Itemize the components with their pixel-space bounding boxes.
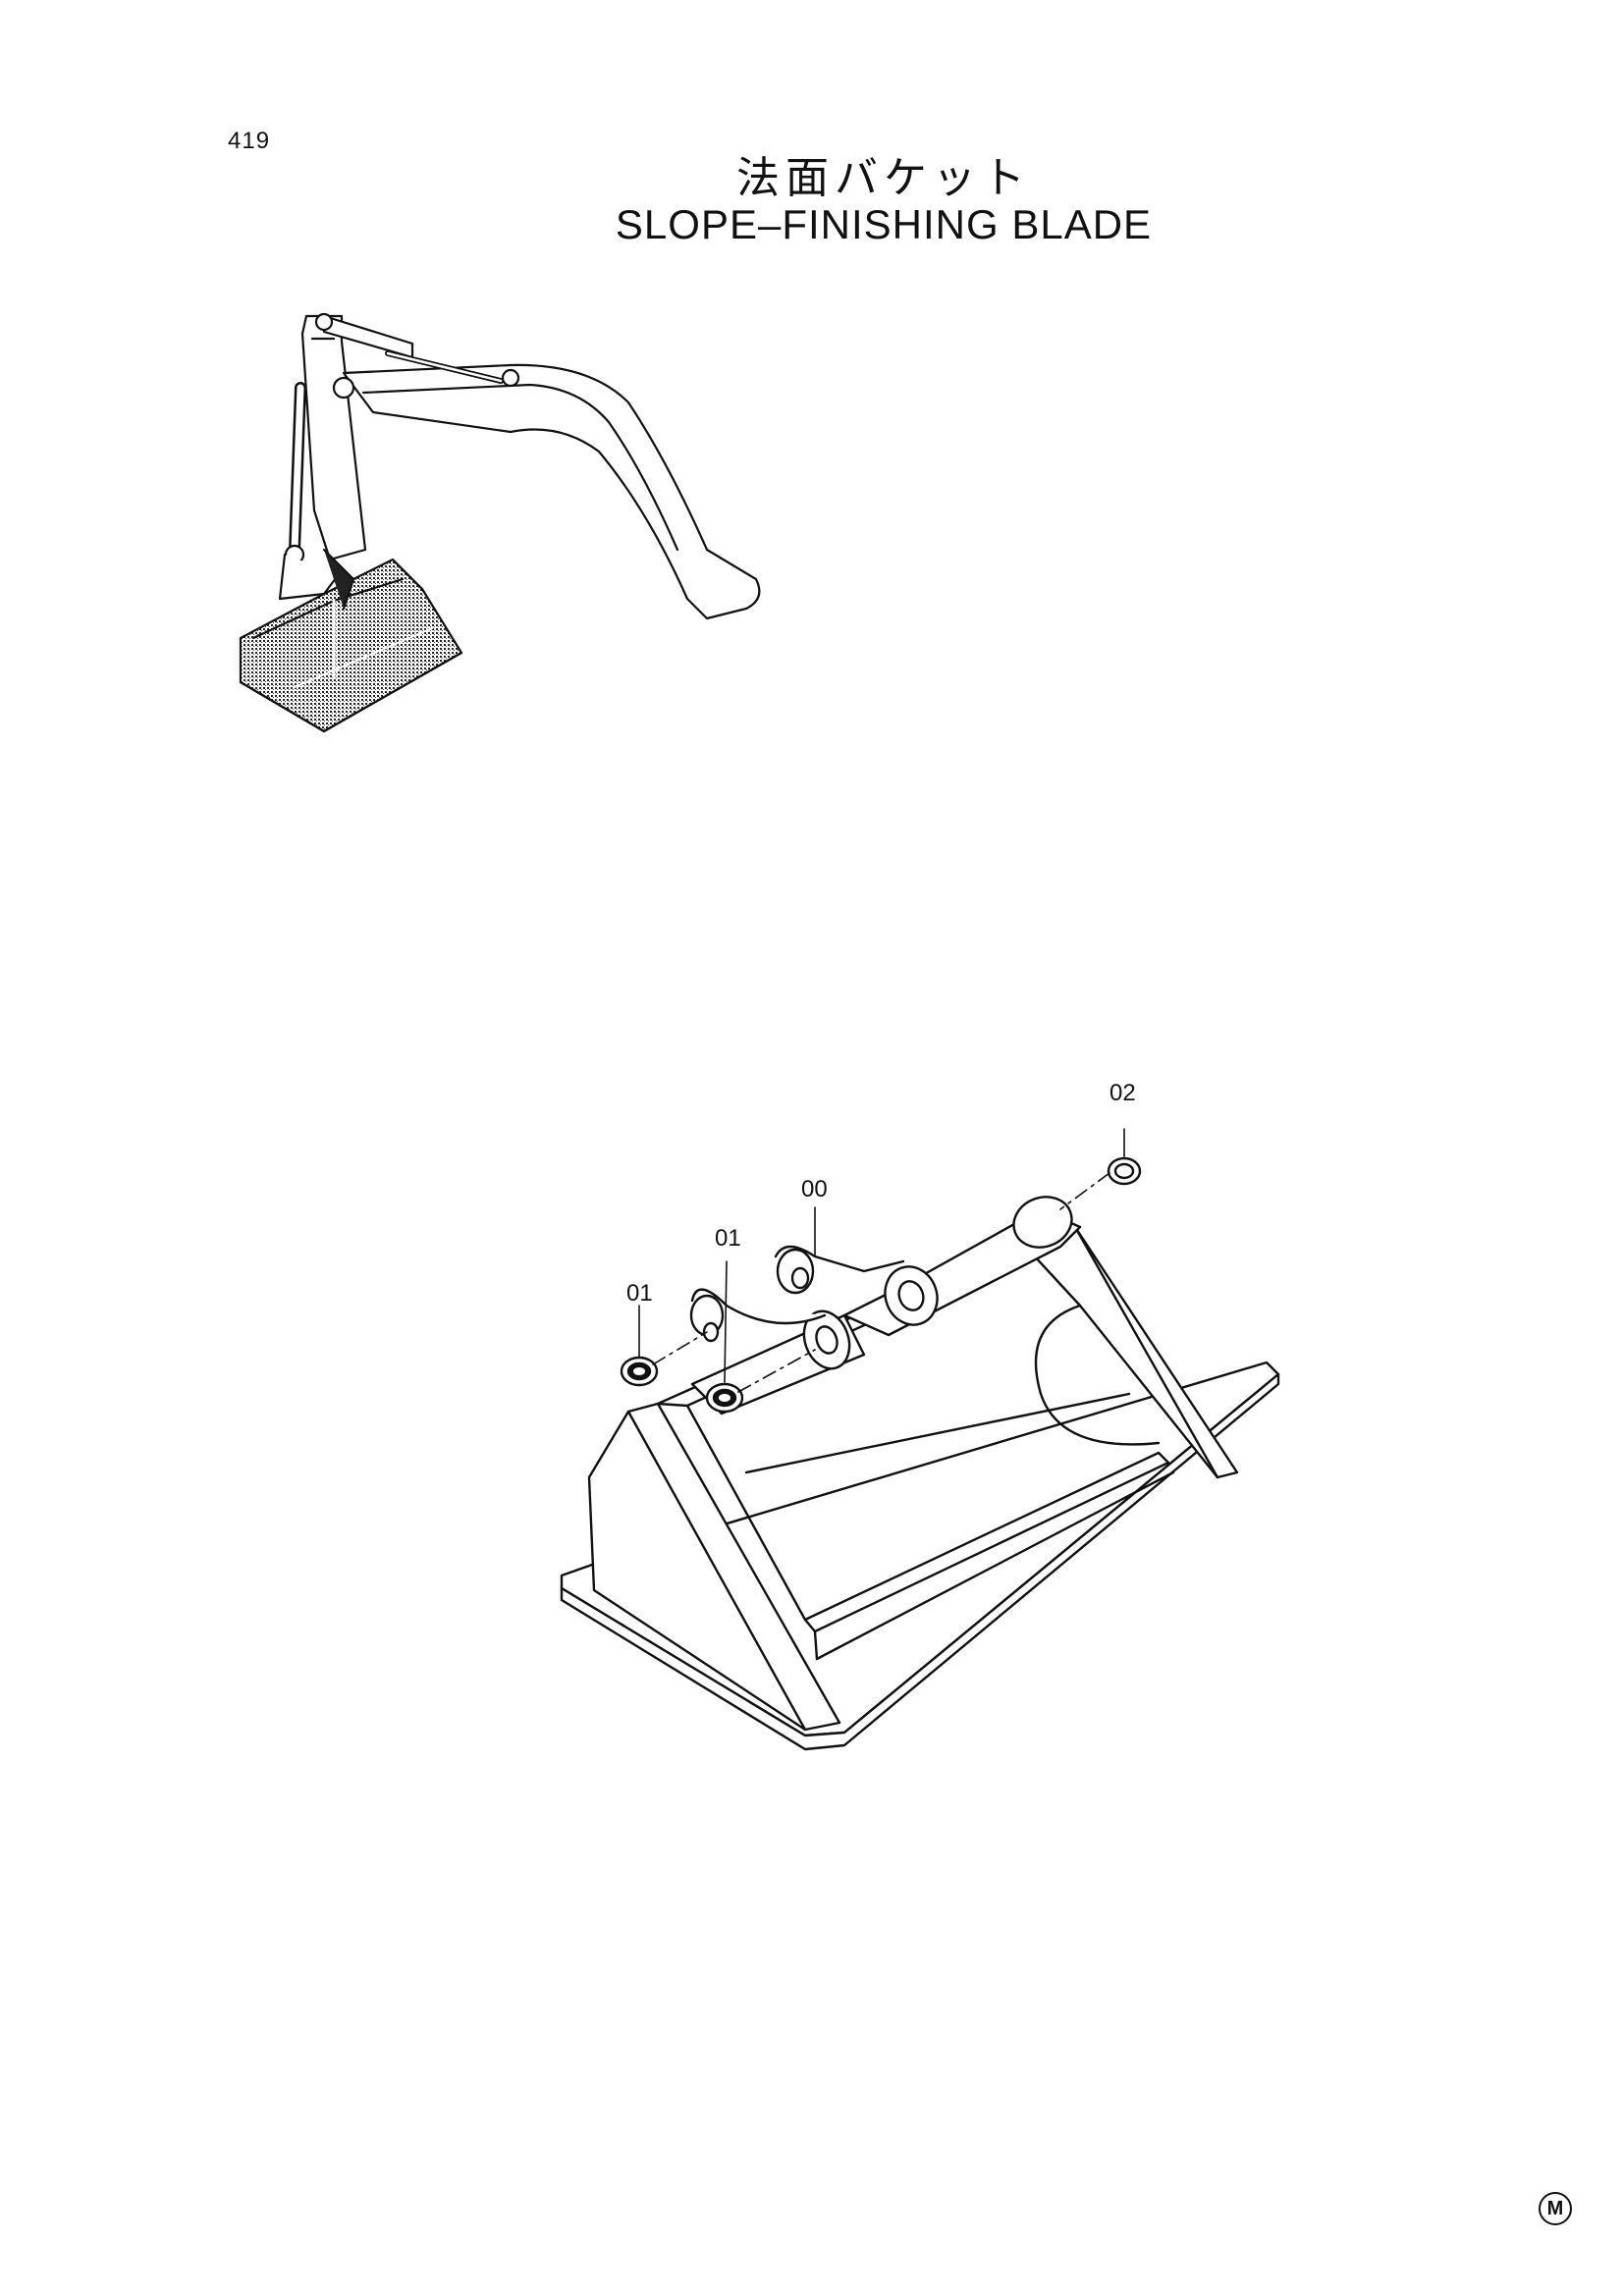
- page-title: SLOPE–FINISHING BLADE: [615, 201, 1153, 247]
- page-title-japanese: 法面バケット: [736, 153, 1031, 203]
- callout-00: 00: [801, 1176, 828, 1202]
- callout-01: 01: [626, 1280, 653, 1307]
- callout-01: 01: [715, 1225, 741, 1252]
- catalog-mark: M: [1539, 2192, 1572, 2225]
- excavator-boom-overview: [239, 312, 761, 733]
- callout-02: 02: [1109, 1080, 1136, 1106]
- page-number: 419: [228, 128, 271, 154]
- slope-finishing-blade: [560, 1128, 1280, 1751]
